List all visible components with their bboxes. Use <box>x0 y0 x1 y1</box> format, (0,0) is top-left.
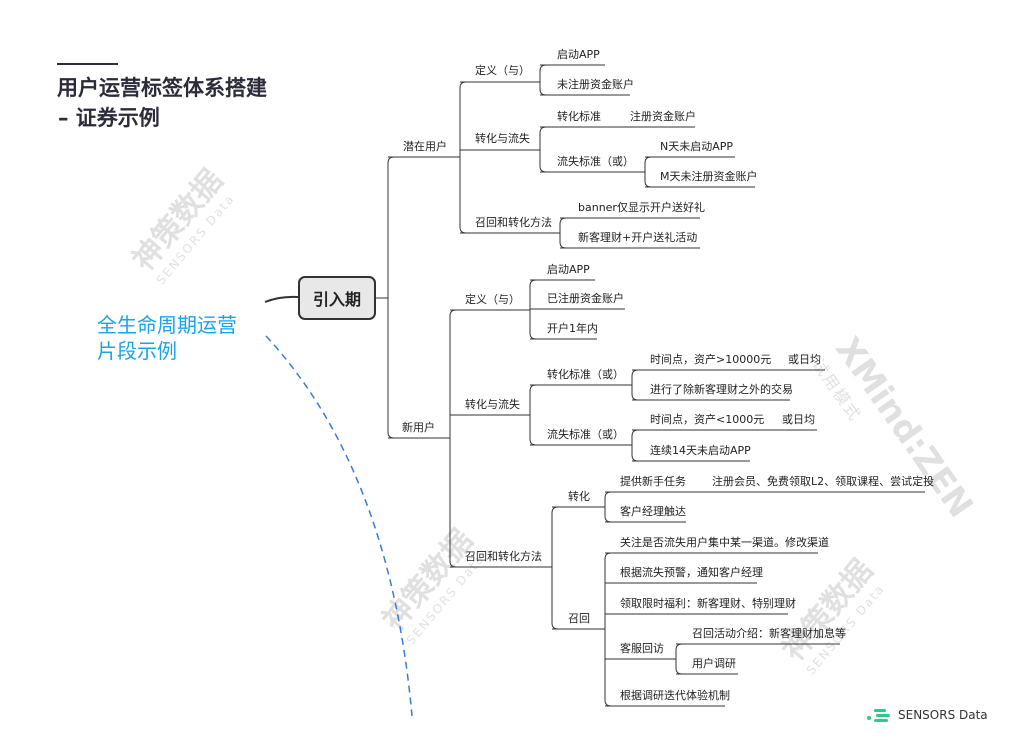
node-leaf[interactable]: 根据流失预警，通知客户经理 <box>620 566 763 579</box>
node-leaf[interactable]: N天未启动APP <box>660 140 734 153</box>
root-node[interactable]: 引入期 <box>298 276 376 320</box>
node-leaf[interactable]: 注册会员、免费领取L2、领取课程、尝试定投 <box>712 475 935 488</box>
node-method[interactable]: 召回和转化方法 <box>465 550 542 563</box>
node-leaf[interactable]: 时间点，资产<1000元 <box>650 413 765 426</box>
node-conversion-churn[interactable]: 转化与流失 <box>475 132 530 145</box>
node-definition[interactable]: 定义（与） <box>475 64 530 77</box>
node-leaf[interactable]: 关注是否流失用户集中某一渠道。修改渠道 <box>620 536 829 549</box>
node-leaf[interactable]: banner仅显示开户送好礼 <box>578 201 705 214</box>
node-leaf[interactable]: 启动APP <box>547 263 590 276</box>
node-leaf[interactable]: 已注册资金账户 <box>547 292 624 305</box>
lifecycle-label-2: 片段示例 <box>97 339 177 363</box>
node-leaf[interactable]: 领取限时福利：新客理财、特别理财 <box>620 597 796 610</box>
node-leaf[interactable]: 客户经理触达 <box>620 505 686 518</box>
node-customer-visit[interactable]: 客服回访 <box>620 642 664 655</box>
node-leaf[interactable]: 进行了除新客理财之外的交易 <box>650 383 793 396</box>
node-method[interactable]: 召回和转化方法 <box>475 216 552 229</box>
node-leaf[interactable]: 召回活动介绍：新客理财加息等 <box>692 627 846 640</box>
node-note: 或日均 <box>782 413 815 426</box>
node-conversion-standard[interactable]: 转化标准 <box>557 110 601 123</box>
node-note: 或日均 <box>788 353 821 366</box>
node-conversion-churn[interactable]: 转化与流失 <box>465 398 520 411</box>
node-leaf[interactable]: 新客理财+开户送礼活动 <box>578 231 698 244</box>
lifecycle-label: 全生命周期运营 <box>97 313 237 337</box>
logo-text: SENSORS Data <box>898 708 988 722</box>
node-recall[interactable]: 召回 <box>568 612 590 625</box>
page-title: 用户运营标签体系搭建 <box>57 76 267 100</box>
node-leaf[interactable]: 提供新手任务 <box>620 475 686 488</box>
node-leaf[interactable]: 用户调研 <box>692 657 736 670</box>
node-new-user[interactable]: 新用户 <box>402 421 435 434</box>
node-leaf[interactable]: 连续14天未启动APP <box>650 444 751 457</box>
page-subtitle: – 证券示例 <box>58 106 160 130</box>
node-leaf[interactable]: 开户1年内 <box>547 322 598 335</box>
node-potential-user[interactable]: 潜在用户 <box>403 140 447 153</box>
node-definition[interactable]: 定义（与） <box>465 293 520 306</box>
node-leaf[interactable]: 根据调研迭代体验机制 <box>620 689 730 702</box>
node-conversion-standard[interactable]: 转化标准（或） <box>547 368 624 381</box>
sensors-logo-icon <box>867 709 890 722</box>
node-leaf[interactable]: 未注册资金账户 <box>557 78 634 91</box>
sensors-logo: SENSORS Data <box>866 708 988 722</box>
node-churn-standard[interactable]: 流失标准（或） <box>557 155 634 168</box>
node-convert[interactable]: 转化 <box>568 490 590 503</box>
node-leaf[interactable]: M天未注册资金账户 <box>660 170 758 183</box>
node-churn-standard[interactable]: 流失标准（或） <box>547 428 624 441</box>
node-leaf[interactable]: 时间点，资产>10000元 <box>650 353 772 366</box>
node-leaf[interactable]: 启动APP <box>557 48 600 61</box>
node-leaf[interactable]: 注册资金账户 <box>630 110 696 123</box>
